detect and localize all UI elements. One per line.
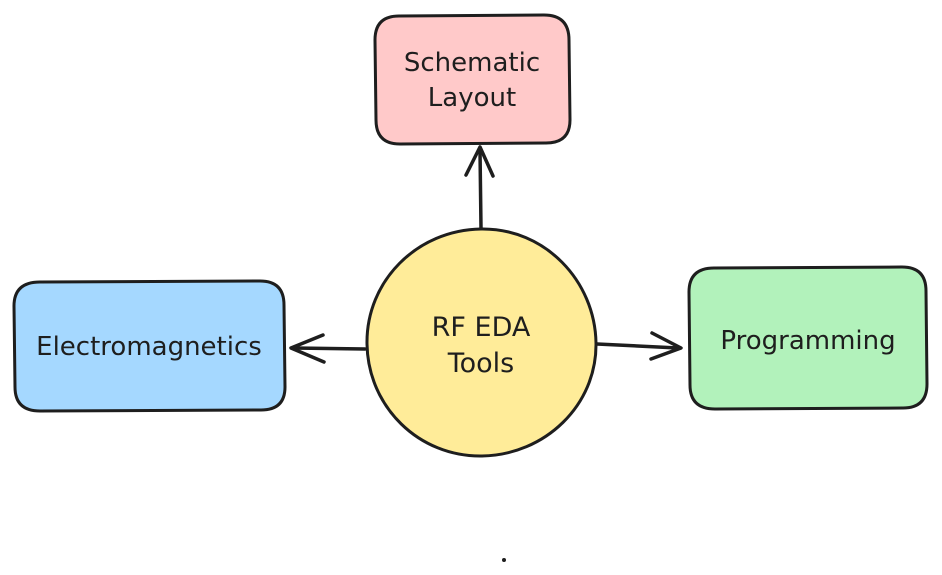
stray-dot [502,558,506,562]
layout-label: Layout [428,83,516,113]
schematic-layout-box [373,13,572,146]
schematic-label: Schematic [404,48,540,78]
rf-eda-tools-node[interactable]: RF EDA Tools [365,227,598,458]
electromagnetics-node[interactable]: Electromagnetics [12,279,287,413]
programming-node[interactable]: Programming [687,265,929,411]
arrow-to-schematic-layout [464,145,495,230]
electromagnetics-box [12,279,287,413]
schematic-layout-node[interactable]: Schematic Layout [373,13,572,146]
programming-label: Programming [720,326,895,356]
arrow-to-electromagnetics [289,333,367,364]
programming-box [687,265,929,411]
rf-eda-label: RF EDA [432,312,531,343]
arrow-to-programming [595,331,683,361]
electromagnetics-label: Electromagnetics [36,332,262,362]
rf-eda-tools-circle [365,227,598,458]
tools-label: Tools [447,348,515,379]
